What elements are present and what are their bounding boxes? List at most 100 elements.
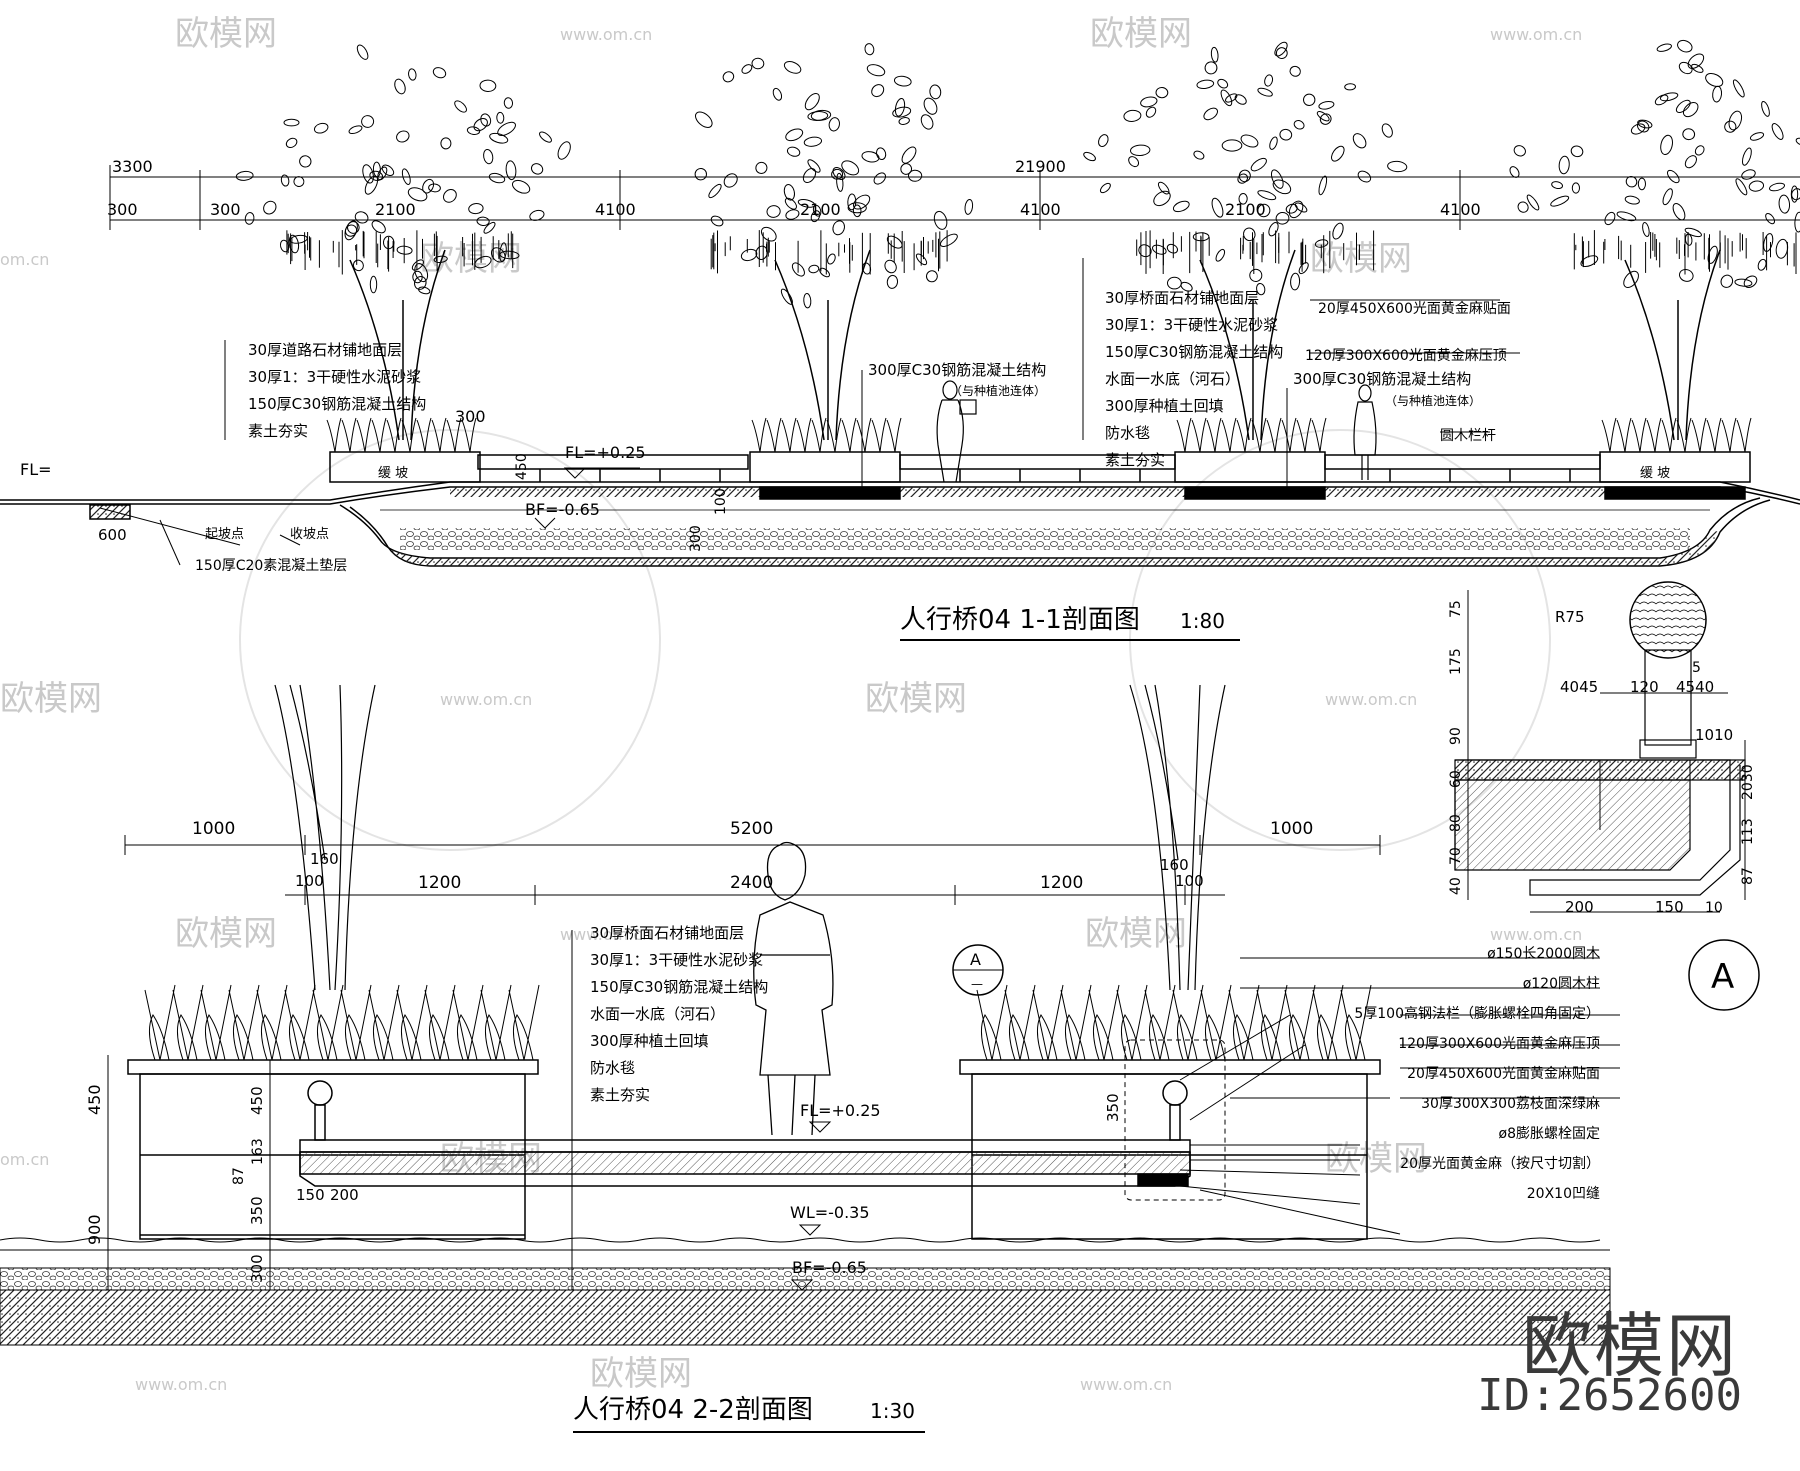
tree-leaf [1221, 139, 1243, 152]
shrub [1256, 984, 1288, 1061]
tree-leaf [923, 97, 938, 115]
shrub [480, 984, 512, 1061]
tree-leaf [1642, 222, 1650, 237]
tree-leaf [892, 106, 912, 118]
tree-leaf [1138, 244, 1152, 258]
tree-leaf [263, 200, 277, 215]
pad-note: 150厚C20素混凝土垫层 [195, 558, 347, 574]
tree-leaf [831, 168, 844, 180]
watermark-url: www.om.cn [1490, 25, 1582, 44]
brand-logo: 欧模网 [1522, 1305, 1738, 1387]
tree-leaf [827, 253, 836, 265]
tree-leaf [1675, 99, 1691, 114]
tree-leaf [1240, 134, 1259, 148]
watermark-url: om.cn [0, 1150, 49, 1169]
leader-lines [571, 930, 1620, 1290]
shrub [976, 984, 1008, 1061]
tree-leaf [344, 220, 358, 241]
dimension-label: 1200 [1040, 873, 1083, 893]
tree-leaf [929, 84, 942, 100]
tree-leaf [772, 87, 783, 101]
shrub [1616, 417, 1632, 453]
tree-leaf [1720, 274, 1734, 288]
tree-leaf [440, 137, 452, 150]
tree-leaf [1285, 203, 1298, 214]
material-note: 150厚C30钢筋混凝土结构 [590, 978, 768, 996]
tree-leaf [791, 262, 805, 277]
dimension-label: 2100 [1225, 200, 1266, 219]
tree-leaf [1099, 182, 1111, 194]
material-notes-right: 30厚桥面石材铺地面层30厚1：3干硬性水泥砂浆150厚C30钢筋混凝土结构水面… [1105, 289, 1283, 469]
tree-leaf [964, 198, 974, 215]
tree-leaf [852, 204, 862, 218]
shrub-group [144, 984, 1372, 1061]
tree-leaf [1526, 194, 1540, 211]
shrub [1721, 417, 1737, 453]
tree-leaf [1289, 65, 1301, 77]
river-bed [0, 1237, 1611, 1346]
shrub [446, 417, 462, 453]
bridge-profile [0, 451, 1800, 567]
shrub [356, 417, 372, 453]
level-mark: FL=+0.25 [800, 1101, 881, 1120]
tree-leaf [1237, 173, 1249, 184]
tree-leaf [1264, 74, 1274, 87]
shrub [1116, 984, 1148, 1061]
tree-leaf [1140, 96, 1158, 108]
tree-leaf [361, 115, 375, 128]
dimension-label: 300 [107, 200, 138, 219]
tree-leaf [802, 167, 817, 184]
tree-leaf [1604, 211, 1616, 226]
watermark-logo: 欧模网 [175, 14, 277, 54]
tree-leaf [1275, 211, 1290, 225]
tree-leaf [1220, 89, 1233, 107]
tree-leaf [1550, 195, 1570, 207]
tree-leaf [908, 169, 923, 182]
tree-trunk [274, 684, 1226, 991]
dimension-label: 350 [248, 1196, 266, 1225]
tree-leaf [1196, 79, 1215, 90]
tree-leaf [871, 84, 885, 98]
dimension-label: 60 [1448, 770, 1464, 788]
tree-leaf [489, 132, 509, 144]
tree-leaf [1667, 169, 1680, 184]
tree-leaf [1272, 179, 1292, 195]
tree-leaf [836, 172, 844, 192]
watermark-url: www.om.cn [560, 25, 652, 44]
tree-leaf [1167, 276, 1182, 290]
tree-leaf [1679, 268, 1694, 282]
tree-leaf [1795, 137, 1800, 146]
tree-leaf [1580, 255, 1599, 268]
shrub [341, 417, 357, 453]
tree-leaf [1630, 123, 1646, 135]
dimension-label: 450 [248, 1086, 266, 1115]
tree-leaf [1778, 194, 1791, 214]
shrub [1144, 984, 1176, 1061]
tree-leaf [1637, 119, 1653, 129]
tree-leaf [828, 117, 840, 132]
watermark-url: om.cn [0, 250, 49, 269]
tree-leaf [1616, 211, 1637, 222]
tree-leaf [766, 205, 781, 218]
level-mark: WL=-0.35 [790, 1203, 870, 1222]
shrub [841, 417, 857, 453]
tree-leaf [1098, 134, 1109, 148]
tree-leaf [1734, 278, 1753, 287]
material-note: 水面一水底（河石） [590, 1005, 725, 1023]
dimension-label: 200 [330, 1186, 359, 1204]
tree-trunk [349, 249, 446, 441]
dimension-label: 2030 [1740, 764, 1756, 800]
tree-leaf [784, 197, 797, 210]
tree-leaf [1705, 73, 1724, 87]
tree-trunk [774, 249, 871, 441]
tree-leaf [1128, 156, 1140, 168]
tree-leaf [1625, 175, 1638, 188]
material-note: ø120圆木柱 [1523, 976, 1600, 992]
tree-trunk [1624, 249, 1721, 441]
tree-leaf [1243, 227, 1256, 242]
material-note: 30厚1：3干硬性水泥砂浆 [248, 368, 421, 386]
tree-leaf [783, 184, 795, 201]
dimension-label: 4045 [1560, 678, 1598, 696]
tree-leaf [864, 43, 875, 56]
tree-leaf [1269, 136, 1278, 150]
